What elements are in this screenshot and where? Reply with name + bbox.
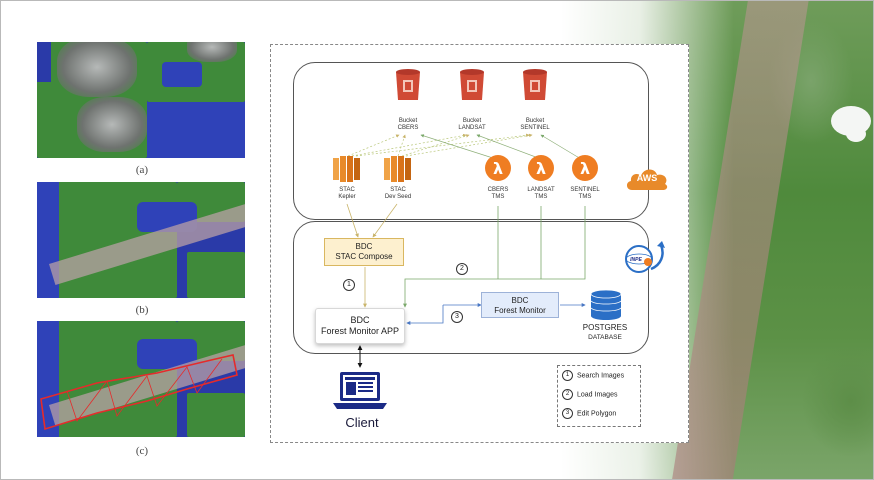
- cbers-bucket-icon: [396, 69, 420, 100]
- caption-a: (a): [135, 164, 149, 176]
- landsat-lambda-icon: λ: [528, 155, 554, 181]
- inpe-label: INPE: [630, 257, 642, 263]
- satellite-image-a: [37, 42, 245, 158]
- cbers-lambda-icon: λ: [485, 155, 511, 181]
- aws-label: AWS: [636, 173, 658, 183]
- step-number-3: 3: [451, 311, 463, 323]
- sentinel-bucket-icon: [523, 69, 547, 100]
- satellite-image-c: [37, 321, 245, 437]
- inpe-logo-icon: INPE: [625, 241, 665, 273]
- svg-text:λ: λ: [536, 159, 546, 178]
- svg-text:λ: λ: [493, 159, 503, 178]
- satellite-image-b: [37, 182, 245, 298]
- inpe-region-box: [293, 221, 649, 354]
- cloud-patch: [846, 126, 866, 142]
- sentinel-lambda-icon: λ: [572, 155, 598, 181]
- caption-b: (b): [135, 304, 149, 316]
- aws-region-box: [293, 62, 649, 220]
- postgres-database-icon: [590, 289, 622, 320]
- caption-c: (c): [135, 445, 149, 457]
- stac-kepler-icon: [333, 156, 360, 182]
- landsat-bucket-icon: [460, 69, 484, 100]
- svg-text:λ: λ: [580, 159, 590, 178]
- step-number-2: 2: [456, 263, 468, 275]
- edited-polygon[interactable]: [37, 321, 245, 437]
- aws-cloud-icon: [626, 169, 668, 190]
- step-number-1: 1: [343, 279, 355, 291]
- client-label: Client: [345, 415, 379, 430]
- stac-devseed-icon: [384, 156, 411, 182]
- client-laptop-icon[interactable]: [331, 370, 389, 412]
- postgres-database-label: POSTGRES DATABASE: [582, 323, 628, 341]
